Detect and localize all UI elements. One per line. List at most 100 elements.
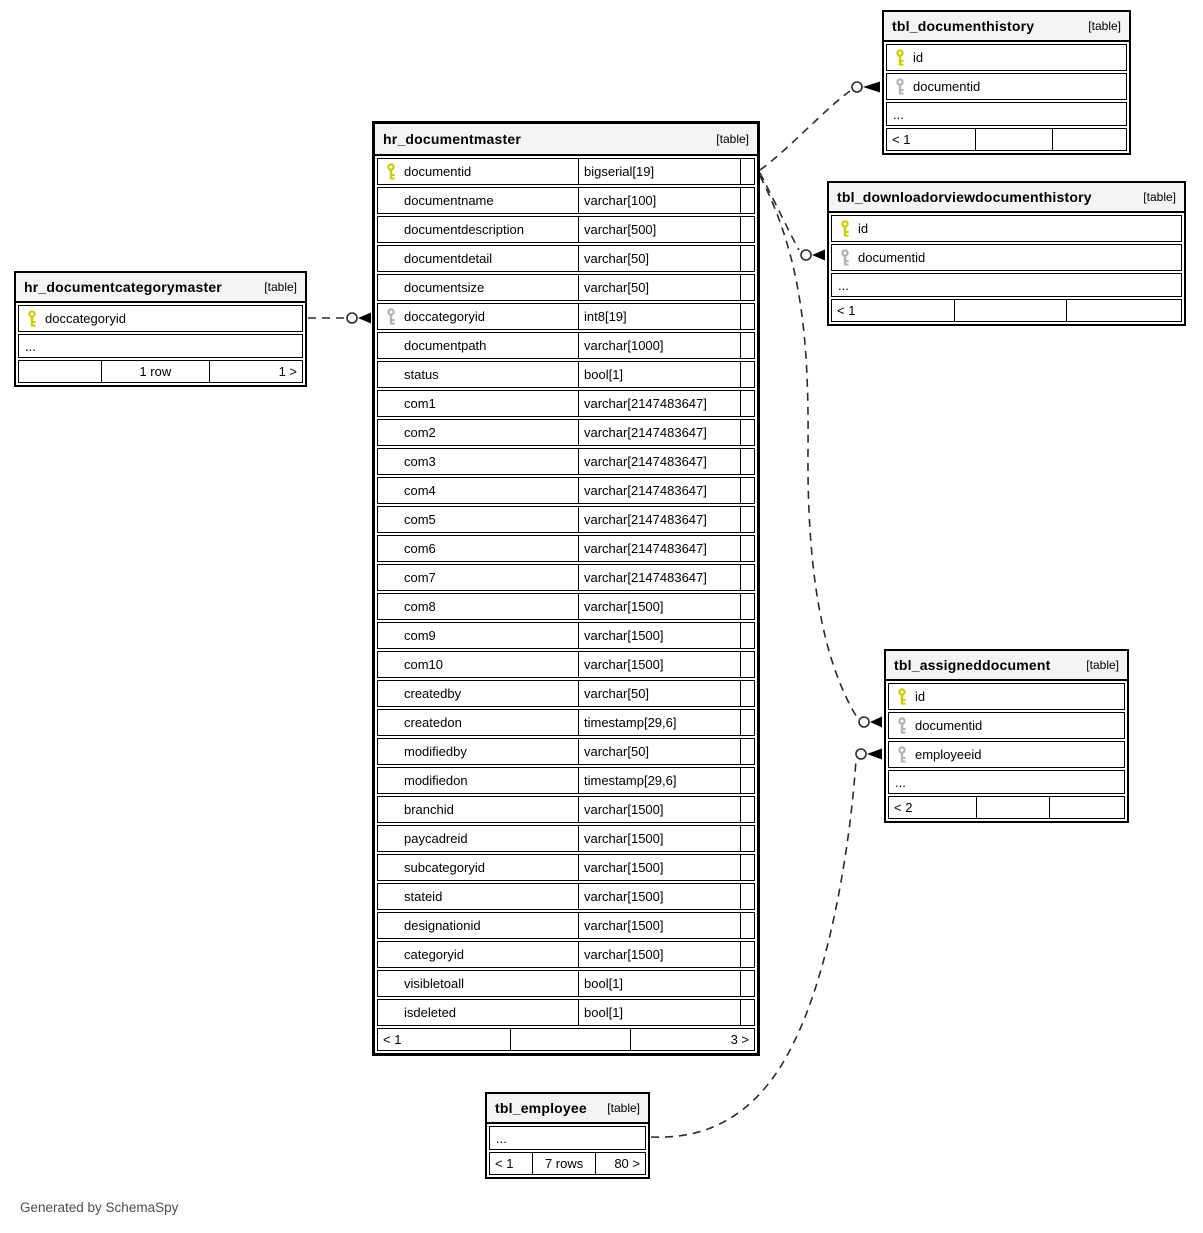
connector-arrowhead-icon	[863, 81, 880, 93]
table-title-hr_documentmaster[interactable]: hr_documentmaster	[383, 131, 521, 147]
column-end-cell	[740, 478, 754, 503]
column-row-com8: com8 varchar[1500]	[377, 593, 755, 620]
table-footer-cell: 7 rows	[531, 1153, 596, 1174]
column-name: documentid	[913, 79, 981, 94]
more-columns-row: ...	[886, 102, 1127, 126]
column-end-cell	[740, 565, 754, 590]
table-title-tbl_documenthistory[interactable]: tbl_documenthistory	[892, 18, 1035, 34]
column-name: com8	[404, 599, 436, 614]
column-type: varchar[50]	[578, 681, 740, 706]
table-footer-cell: 80 >	[595, 1153, 645, 1174]
foreign-key-icon	[895, 77, 904, 95]
column-name: com4	[404, 483, 436, 498]
column-row-employeeid: employeeid	[888, 741, 1125, 768]
table-footer-cell	[1065, 300, 1181, 321]
schemaspy-caption: Generated by SchemaSpy	[20, 1200, 179, 1215]
column-end-cell	[740, 768, 754, 793]
column-name: id	[858, 221, 869, 236]
connector-arrowhead-icon	[812, 249, 825, 261]
column-end-cell	[740, 362, 754, 387]
column-end-cell	[740, 536, 754, 561]
column-name: id	[913, 50, 924, 65]
key-cell	[19, 309, 45, 328]
column-end-cell	[740, 420, 754, 445]
more-columns-indicator: ...	[25, 338, 36, 354]
table-footer-cell: 1 >	[208, 361, 302, 382]
column-row-isdeleted: isdeleted bool[1]	[377, 999, 755, 1026]
column-type: varchar[1500]	[578, 884, 740, 909]
column-row-id: id	[831, 215, 1182, 242]
column-end-cell	[740, 739, 754, 764]
column-row-com9: com9 varchar[1500]	[377, 622, 755, 649]
column-name: documentid	[404, 164, 472, 179]
foreign-key-icon	[840, 248, 849, 266]
column-row-createdby: createdby varchar[50]	[377, 680, 755, 707]
table-title-tbl_assigneddocument[interactable]: tbl_assigneddocument	[894, 657, 1051, 673]
column-end-cell	[740, 971, 754, 996]
column-type: bool[1]	[578, 1000, 740, 1025]
column-end-cell	[740, 333, 754, 358]
key-cell	[887, 77, 913, 96]
column-end-cell	[740, 623, 754, 648]
table-footer-cell: < 1	[495, 1156, 514, 1171]
column-name: categoryid	[404, 947, 464, 962]
table-footer-cell: 1 row	[101, 361, 209, 382]
column-type: varchar[500]	[578, 217, 740, 242]
table-tag: [table]	[1086, 658, 1119, 672]
connector-arrowhead-icon	[870, 716, 882, 728]
key-cell	[889, 716, 915, 735]
column-type: varchar[2147483647]	[578, 478, 740, 503]
column-end-cell	[740, 652, 754, 677]
connector-circle	[855, 748, 867, 760]
table-footer-cell: < 1	[837, 303, 856, 318]
column-end-cell	[740, 159, 754, 184]
column-name: com2	[404, 425, 436, 440]
connector-circle	[800, 249, 812, 261]
table-footer-cell	[19, 361, 101, 382]
table-tbl_documenthistory: tbl_documenthistory [table] id documentid..…	[882, 10, 1131, 155]
table-tag: [table]	[1088, 19, 1121, 33]
column-type: bool[1]	[578, 362, 740, 387]
more-columns-indicator: ...	[496, 1130, 507, 1146]
column-row-id: id	[888, 683, 1125, 710]
table-footer-cell	[510, 1029, 630, 1050]
table-header: hr_documentcategorymaster [table]	[16, 273, 305, 303]
column-name: isdeleted	[404, 1005, 457, 1020]
column-name: com10	[404, 657, 444, 672]
table-tag: [table]	[716, 132, 749, 146]
table-footer-cell	[1051, 129, 1126, 150]
column-type: varchar[2147483647]	[578, 449, 740, 474]
column-type: varchar[1500]	[578, 594, 740, 619]
key-cell	[832, 248, 858, 267]
connector-arrowhead-icon	[358, 312, 371, 324]
connector-circle	[346, 312, 358, 324]
column-row-documentid: documentid	[886, 73, 1127, 100]
table-title-hr_documentcategorymaster[interactable]: hr_documentcategorymaster	[24, 279, 222, 295]
more-columns-indicator: ...	[895, 774, 906, 790]
column-name: createdby	[404, 686, 462, 701]
table-tag: [table]	[264, 280, 297, 294]
relationship-line	[759, 90, 851, 171]
column-type: varchar[50]	[578, 739, 740, 764]
table-title-tbl_downloadorviewdocumenthistory[interactable]: tbl_downloadorviewdocumenthistory	[837, 189, 1092, 205]
key-cell	[378, 162, 404, 181]
column-name: documentid	[858, 250, 926, 265]
table-title-tbl_employee[interactable]: tbl_employee	[495, 1100, 587, 1116]
column-name: com9	[404, 628, 436, 643]
column-name: paycadreid	[404, 831, 468, 846]
column-type: varchar[1500]	[578, 623, 740, 648]
column-type: varchar[2147483647]	[578, 391, 740, 416]
